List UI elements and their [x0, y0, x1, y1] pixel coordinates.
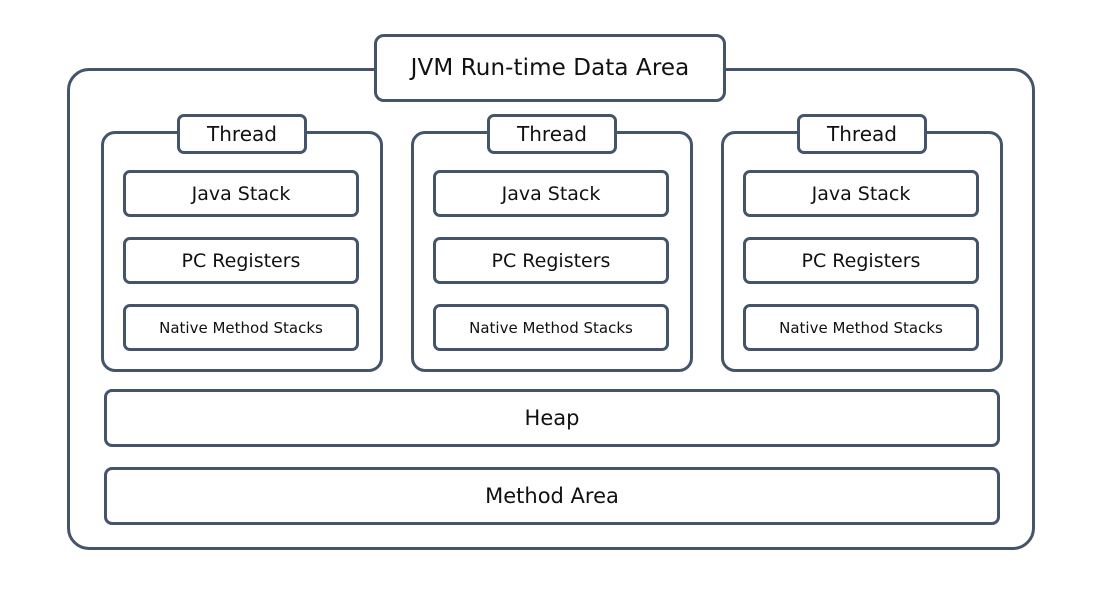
diagram-title-box: JVM Run-time Data Area [374, 34, 726, 102]
pc-registers-label-3: PC Registers [801, 249, 921, 272]
diagram-title-label: JVM Run-time Data Area [410, 55, 690, 81]
method-area-box: Method Area [104, 467, 1000, 525]
pc-registers-box-1: PC Registers [123, 237, 359, 284]
thread-tab-2: Thread [487, 114, 617, 154]
thread-inner-stack-2: Java Stack PC Registers Native Method St… [433, 170, 669, 351]
java-stack-box-2: Java Stack [433, 170, 669, 217]
native-method-stacks-label-3: Native Method Stacks [779, 318, 943, 337]
thread-inner-stack-1: Java Stack PC Registers Native Method St… [123, 170, 359, 351]
java-stack-box-1: Java Stack [123, 170, 359, 217]
method-area-label: Method Area [485, 484, 619, 508]
java-stack-label-3: Java Stack [811, 182, 911, 205]
java-stack-label-2: Java Stack [501, 182, 601, 205]
thread-group-3: Thread Java Stack PC Registers Native Me… [721, 114, 1003, 372]
pc-registers-label-2: PC Registers [491, 249, 611, 272]
pc-registers-box-2: PC Registers [433, 237, 669, 284]
heap-box: Heap [104, 389, 1000, 447]
thread-group-1: Thread Java Stack PC Registers Native Me… [101, 114, 383, 372]
native-method-stacks-label-1: Native Method Stacks [159, 318, 323, 337]
java-stack-box-3: Java Stack [743, 170, 979, 217]
java-stack-label-1: Java Stack [191, 182, 291, 205]
thread-tab-label-3: Thread [827, 122, 897, 146]
thread-group-2: Thread Java Stack PC Registers Native Me… [411, 114, 693, 372]
thread-tab-label-1: Thread [207, 122, 277, 146]
thread-tab-label-2: Thread [517, 122, 587, 146]
thread-tab-3: Thread [797, 114, 927, 154]
pc-registers-box-3: PC Registers [743, 237, 979, 284]
native-method-stacks-box-3: Native Method Stacks [743, 304, 979, 351]
native-method-stacks-box-1: Native Method Stacks [123, 304, 359, 351]
thread-inner-stack-3: Java Stack PC Registers Native Method St… [743, 170, 979, 351]
native-method-stacks-label-2: Native Method Stacks [469, 318, 633, 337]
pc-registers-label-1: PC Registers [181, 249, 301, 272]
thread-tab-1: Thread [177, 114, 307, 154]
heap-label: Heap [524, 406, 580, 430]
native-method-stacks-box-2: Native Method Stacks [433, 304, 669, 351]
